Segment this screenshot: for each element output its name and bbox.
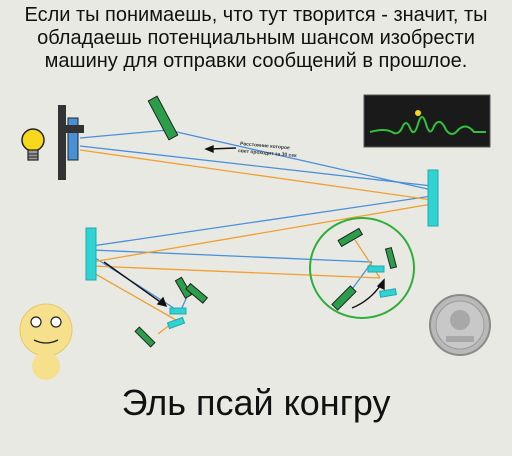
circle-splitter-2 <box>379 288 397 298</box>
top-caption: Если ты понимаешь, что тут творится - зн… <box>0 4 512 73</box>
smiley-face-icon <box>19 303 73 380</box>
right-mirror <box>427 169 439 227</box>
top-caption-line-3: машину для отправки сообщений в прошлое. <box>44 50 468 72</box>
circle-mirror-2 <box>384 246 398 270</box>
black-arrows <box>103 144 385 309</box>
lower-splitter <box>169 307 187 315</box>
lower-mirror-3 <box>134 326 156 348</box>
bottom-caption: Эль псай конгру <box>121 382 391 423</box>
top-caption-line-1: Если ты понимаешь, что тут творится - зн… <box>24 4 488 26</box>
circle-mirror-3 <box>331 285 357 311</box>
lower-mirror-2 <box>185 282 209 304</box>
light-bulb-icon <box>21 128 45 161</box>
detector-circle <box>309 217 415 319</box>
lower-splitter-2 <box>166 316 186 330</box>
top-mirror <box>147 95 179 141</box>
lower-mirror-1 <box>174 276 193 299</box>
left-mirror <box>85 227 97 281</box>
coin-icon <box>429 294 491 356</box>
oscilloscope-screen-icon <box>363 94 491 148</box>
note-line-2: свет проходит за 30 сек <box>238 148 297 159</box>
top-caption-line-2: обладаешь потенциальным шансом изобрести <box>37 27 475 49</box>
circle-splitter <box>367 265 385 273</box>
beam-splitter-stack <box>58 105 84 180</box>
orange-beams <box>79 149 433 335</box>
circle-mirror-1 <box>337 227 364 248</box>
note-line-1: Расстояние которое <box>240 141 290 151</box>
